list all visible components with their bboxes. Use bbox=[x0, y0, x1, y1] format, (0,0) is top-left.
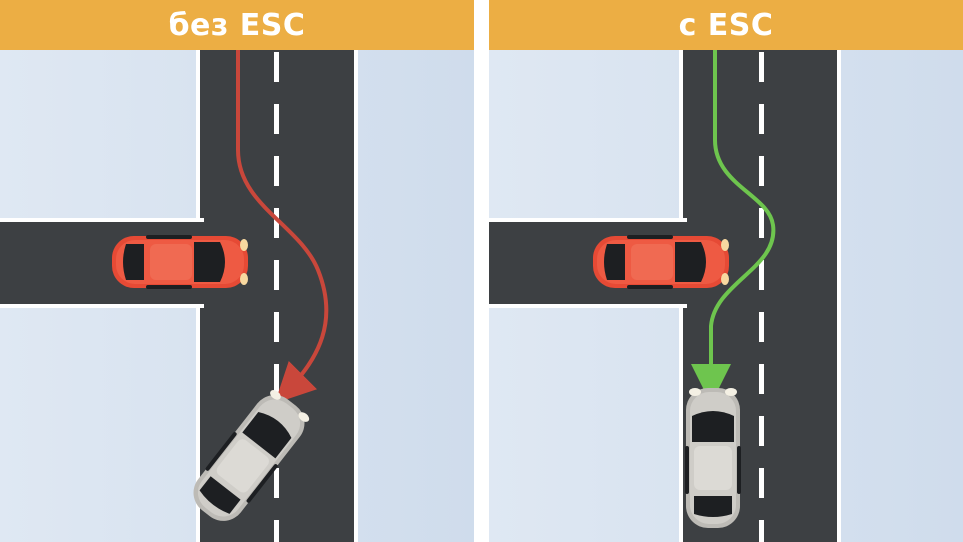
trajectory-with-esc bbox=[691, 48, 776, 404]
trajectory-without-esc bbox=[236, 48, 329, 404]
panel-without-esc: без ESC bbox=[0, 0, 474, 542]
panel-header-without-esc: без ESC bbox=[0, 0, 474, 50]
red-car bbox=[593, 235, 729, 289]
silver-car-skidding bbox=[193, 390, 310, 521]
panel-header-with-esc: с ESC bbox=[489, 0, 963, 50]
scene-with-esc bbox=[489, 48, 963, 542]
lane-markings bbox=[759, 52, 764, 542]
panel-with-esc: с ESC bbox=[489, 0, 963, 542]
silver-car-stable bbox=[685, 388, 741, 528]
red-car bbox=[112, 235, 248, 289]
scene-without-esc bbox=[0, 48, 474, 542]
